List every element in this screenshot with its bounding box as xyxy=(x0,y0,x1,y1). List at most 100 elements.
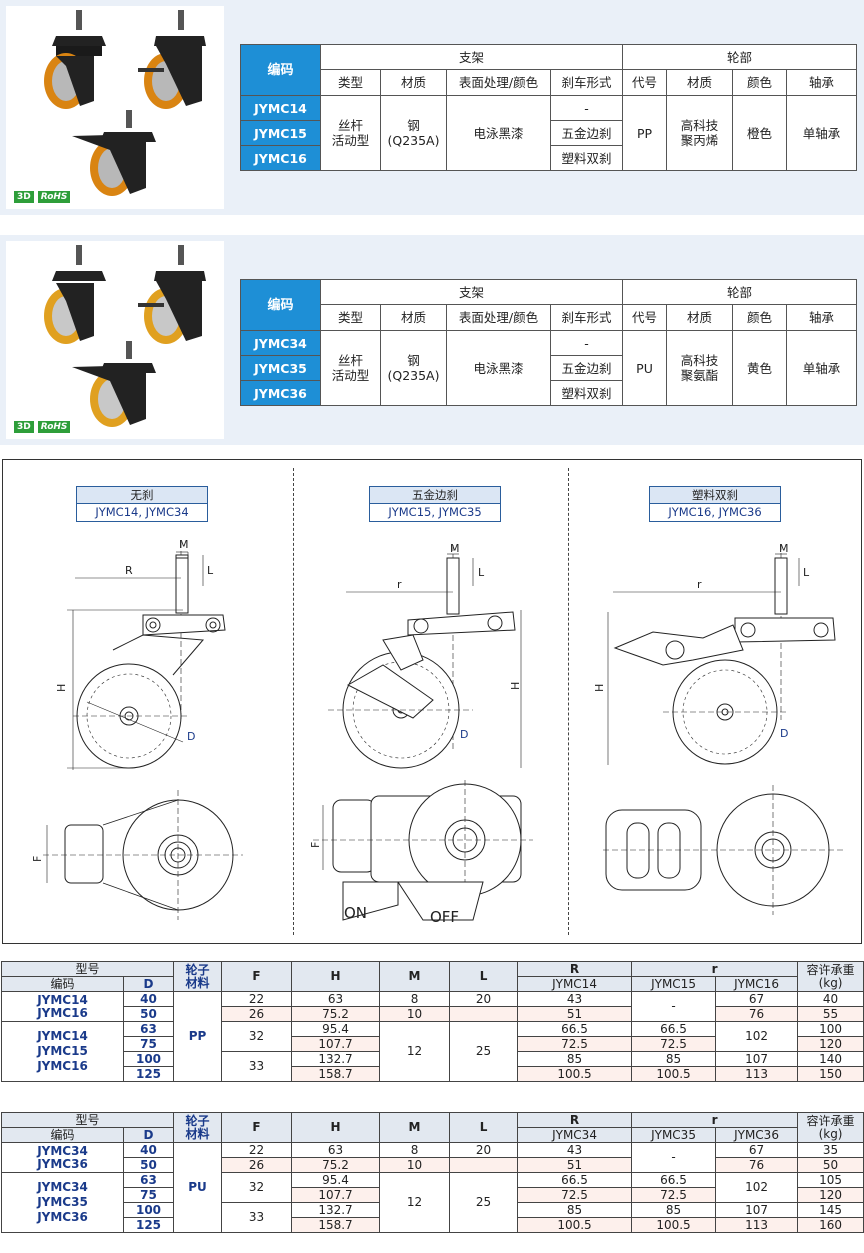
model-code: JYMC14 JYMC15 JYMC16 xyxy=(1,1021,124,1082)
header-r: R xyxy=(517,961,633,977)
dim-r1: 66.5 xyxy=(631,1021,717,1037)
header-r-small: r xyxy=(631,1112,799,1128)
load: 120 xyxy=(797,1036,864,1052)
header-h: H xyxy=(291,1112,381,1143)
header-h: H xyxy=(291,961,381,992)
header-r-model: JYMC15 xyxy=(631,976,717,992)
dim-h: 107.7 xyxy=(291,1187,381,1203)
bracket-type: 丝杆 活动型 xyxy=(320,95,381,171)
brake-type: 塑料双刹 xyxy=(550,380,623,406)
wheel-material: 高科技 聚氨酯 xyxy=(666,330,733,406)
bracket-surface: 电泳黑漆 xyxy=(446,330,551,406)
wheel-material: PU xyxy=(173,1142,223,1233)
dim-r2: 67 xyxy=(715,991,799,1007)
top-view-plastic-brake xyxy=(603,785,843,915)
header-load: 容许承重(kg) xyxy=(797,961,864,992)
header-wheel-material: 材质 xyxy=(666,304,733,331)
header-wheel-material: 材质 xyxy=(666,69,733,96)
dim-l: 20 xyxy=(449,1142,519,1158)
wheel-diameter: 40 xyxy=(122,1142,175,1158)
header-wheel-material: 轮子 材料 xyxy=(173,961,223,992)
dim-h: 63 xyxy=(291,991,381,1007)
caption-no-brake: 无刹 JYMC14, JYMC34 xyxy=(76,486,208,522)
dim-f: 32 xyxy=(221,1172,293,1203)
dim-m: 8 xyxy=(379,1142,451,1158)
load: 145 xyxy=(797,1202,864,1218)
dim-h: 95.4 xyxy=(291,1172,381,1188)
dim-h: 132.7 xyxy=(291,1051,381,1067)
dim-r1: 100.5 xyxy=(631,1217,717,1233)
dim-h: 95.4 xyxy=(291,1021,381,1037)
bracket-surface: 电泳黑漆 xyxy=(446,95,551,171)
wheel-diameter: 50 xyxy=(122,1006,175,1022)
3d-badge: 3D xyxy=(14,191,34,203)
load: 35 xyxy=(797,1142,864,1158)
dim-r: 85 xyxy=(517,1051,633,1067)
caption-metal-brake: 五金边刹 JYMC15, JYMC35 xyxy=(369,486,501,522)
header-surface: 表面处理/颜色 xyxy=(446,304,551,331)
dim-r: 51 xyxy=(517,1006,633,1022)
label-on: ON xyxy=(344,904,367,922)
model-code: JYMC14 JYMC16 xyxy=(1,991,124,1022)
bracket-material: 钢 (Q235A) xyxy=(380,95,447,171)
caption-title: 无刹 xyxy=(77,487,207,504)
dim-r2: 113 xyxy=(715,1066,799,1082)
header-r-model: JYMC36 xyxy=(715,1127,799,1143)
label-l: L xyxy=(207,564,214,577)
load: 105 xyxy=(797,1172,864,1188)
header-r: R xyxy=(517,1112,633,1128)
dim-f: 33 xyxy=(221,1051,293,1082)
header-brake: 刹车形式 xyxy=(550,304,623,331)
product-panel-pp: 3D RoHS 编码 支架 轮部 类型 材质 表面处理/颜色 刹车形式 代号 材… xyxy=(0,0,864,215)
spec-table-pu: 编码 支架 轮部 类型 材质 表面处理/颜色 刹车形式 代号 材质 颜色 轴承 … xyxy=(240,279,857,406)
dim-r: 66.5 xyxy=(517,1172,633,1188)
label-h: H xyxy=(593,684,606,692)
header-wheel-code: 代号 xyxy=(622,304,667,331)
header-d: D xyxy=(122,976,175,992)
header-r-model: JYMC16 xyxy=(715,976,799,992)
header-m: M xyxy=(379,961,451,992)
dim-m: 12 xyxy=(379,1021,451,1082)
dim-l: 20 xyxy=(449,991,519,1007)
caster-photo-pu: 3D RoHS xyxy=(6,241,224,439)
label-h: H xyxy=(509,682,522,690)
wheel-diameter: 75 xyxy=(122,1036,175,1052)
label-l: L xyxy=(803,566,810,579)
header-bracket: 支架 xyxy=(320,44,623,70)
caster-photo-pp: 3D RoHS xyxy=(6,6,224,209)
dim-h: 158.7 xyxy=(291,1217,381,1233)
caption-title: 塑料双刹 xyxy=(650,487,780,504)
wheel-diameter: 63 xyxy=(122,1172,175,1188)
rohs-badge: RoHS xyxy=(37,421,71,433)
caption-title: 五金边刹 xyxy=(370,487,500,504)
header-f: F xyxy=(221,1112,293,1143)
brake-type: - xyxy=(550,330,623,356)
dim-r1: - xyxy=(631,991,717,1022)
header-wheel-code: 代号 xyxy=(622,69,667,96)
header-wheel-material: 轮子 材料 xyxy=(173,1112,223,1143)
caption-models: JYMC14, JYMC34 xyxy=(95,505,189,519)
wheel-diameter: 125 xyxy=(122,1066,175,1082)
dim-r2: 102 xyxy=(715,1021,799,1052)
label-d: D xyxy=(780,727,788,740)
dim-r: 43 xyxy=(517,1142,633,1158)
product-code: JYMC36 xyxy=(240,380,321,406)
dim-r: 100.5 xyxy=(517,1217,633,1233)
dim-r1: 66.5 xyxy=(631,1172,717,1188)
dim-r: 72.5 xyxy=(517,1187,633,1203)
dim-r1: 72.5 xyxy=(631,1187,717,1203)
dim-r2: 76 xyxy=(715,1006,799,1022)
rohs-badge: RoHS xyxy=(37,191,71,203)
dim-r1: - xyxy=(631,1142,717,1173)
product-code: JYMC15 xyxy=(240,120,321,146)
load: 140 xyxy=(797,1051,864,1067)
dim-r: 66.5 xyxy=(517,1021,633,1037)
label-m: M xyxy=(179,538,189,551)
dim-r: 72.5 xyxy=(517,1036,633,1052)
dimension-drawing: 无刹 JYMC14, JYMC34 五金边刹 JYMC15, JYMC35 塑料… xyxy=(2,459,862,944)
header-code: 编码 xyxy=(1,976,124,992)
dim-m: 10 xyxy=(379,1006,451,1022)
label-m: M xyxy=(450,542,460,555)
wheel-diameter: 40 xyxy=(122,991,175,1007)
header-material: 材质 xyxy=(380,69,447,96)
